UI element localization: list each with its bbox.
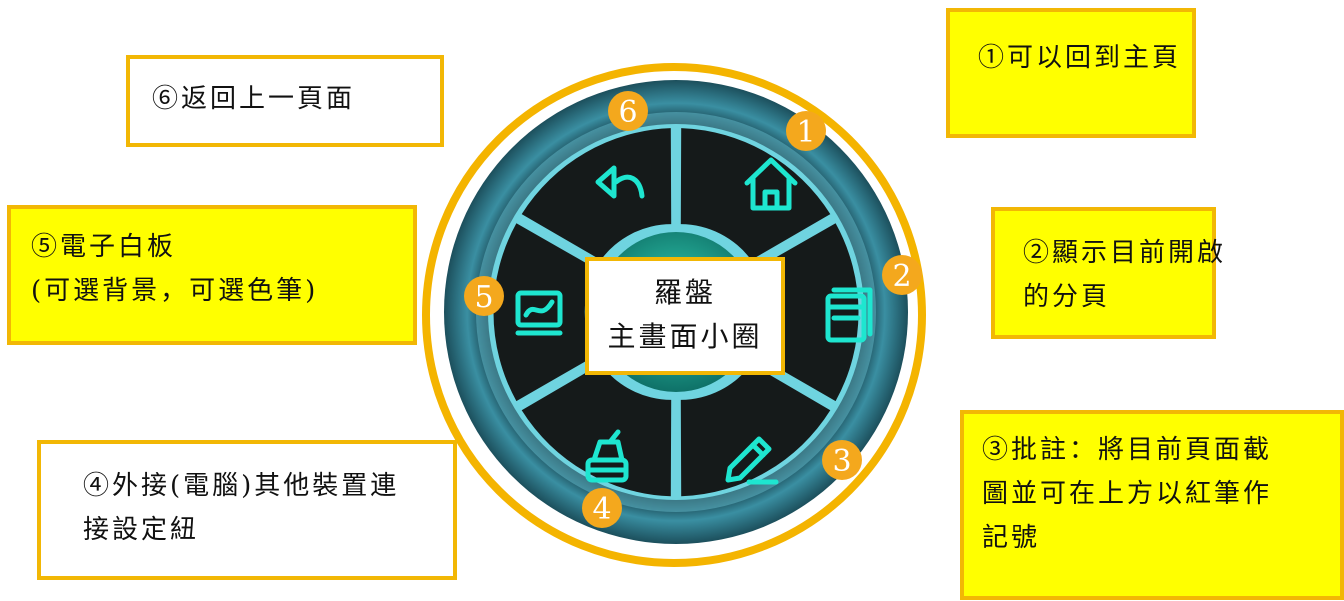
back-arrow-icon: [595, 165, 645, 199]
badge-4: [582, 488, 622, 528]
segment-1[interactable]: [680, 128, 831, 260]
badge-6: [608, 91, 648, 131]
badge-1-label: 1: [796, 115, 815, 150]
center-label-box: 羅盤 主畫面小圈: [585, 257, 785, 375]
badge-3: [822, 440, 862, 480]
badge-2-label: 2: [892, 259, 911, 294]
callout-home: ①可以回到主頁: [946, 8, 1196, 138]
badge-1: [786, 111, 826, 151]
badge-2: [882, 255, 922, 295]
center-label-line-1: 羅盤: [653, 276, 716, 309]
badge-3-label: 3: [832, 444, 851, 479]
callout-annotate-line-3: 記號: [982, 523, 1041, 553]
center-label-line-2: 主畫面小圈: [607, 320, 763, 353]
pencil-icon: [725, 436, 779, 485]
callout-tabs-line-1: ②顯示目前開啟: [1023, 238, 1227, 268]
badge-5-label: 5: [474, 280, 493, 315]
callout-annotate-line-1: ③批註：將目前頁面截: [982, 435, 1273, 465]
callout-external-device: ④外接(電腦)其他裝置連 接設定紐: [37, 440, 457, 580]
callout-whiteboard-line-2: (可選背景，可選色筆): [31, 276, 319, 306]
segment-4[interactable]: [521, 364, 672, 497]
segment-3[interactable]: [680, 364, 831, 497]
callout-whiteboard-line-1: ⑤電子白板: [31, 232, 177, 262]
callout-tabs: ②顯示目前開啟 的分頁: [991, 207, 1227, 339]
callout-annotate: ③批註：將目前頁面截 圖並可在上方以紅筆作 記號: [960, 410, 1344, 600]
badge-4-label: 4: [592, 492, 611, 527]
callout-annotate-line-2: 圖並可在上方以紅筆作: [982, 479, 1273, 509]
segment-6[interactable]: [521, 128, 672, 260]
badge-6-label: 6: [618, 95, 637, 130]
callout-back: ⑥返回上一頁面: [126, 55, 444, 147]
callout-back-text: ⑥返回上一頁面: [152, 84, 356, 114]
callout-tabs-line-2: 的分頁: [1023, 282, 1111, 312]
badge-5: [464, 276, 504, 316]
router-icon: [585, 429, 629, 483]
window-icon: [825, 287, 873, 343]
home-icon: [744, 157, 798, 211]
callout-external-line-2: 接設定紐: [83, 515, 200, 545]
whiteboard-icon: [515, 290, 563, 336]
callout-whiteboard: ⑤電子白板 (可選背景，可選色筆): [7, 205, 417, 345]
callout-external-line-1: ④外接(電腦)其他裝置連: [83, 471, 400, 501]
callout-home-text: ①可以回到主頁: [978, 43, 1182, 73]
